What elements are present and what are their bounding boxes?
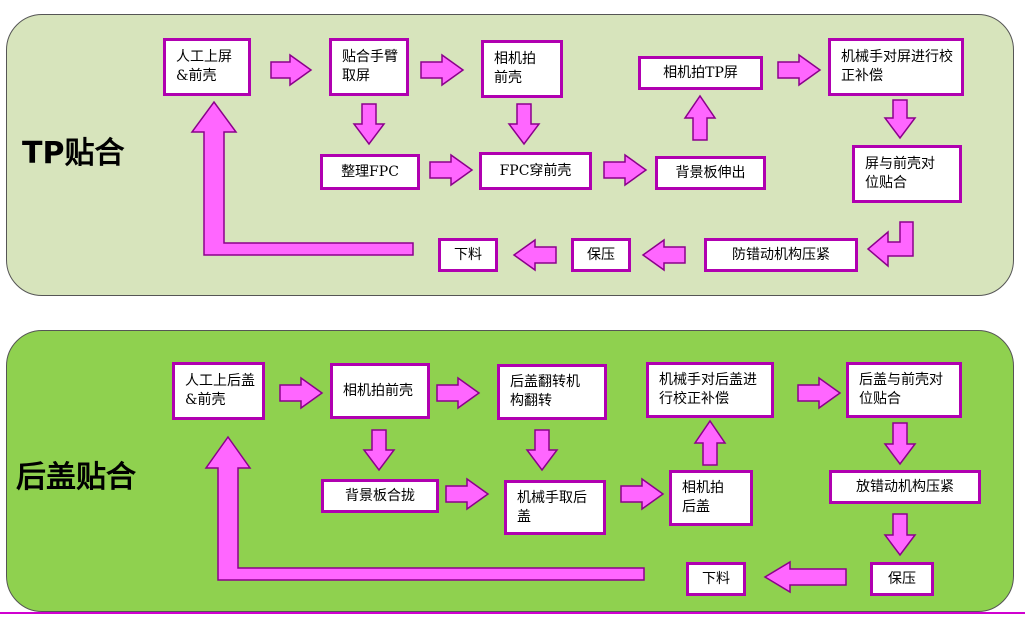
arrow-down bbox=[525, 429, 559, 472]
bottom-divider bbox=[0, 612, 1025, 614]
arrow-right bbox=[279, 376, 324, 410]
arrow-left bbox=[512, 238, 557, 272]
tp-step-arrange-fpc: 整理FPC bbox=[320, 154, 420, 190]
back-cover-title: 后盖贴合 bbox=[16, 460, 136, 495]
arrow-left bbox=[641, 238, 686, 272]
hg-step-robot-correction: 机械手对后盖进行校正补偿 bbox=[646, 362, 774, 418]
tp-step-hold-pressure: 保压 bbox=[571, 238, 631, 272]
arrow-left bbox=[763, 560, 847, 594]
return-loop-arrow bbox=[190, 100, 414, 256]
arrow-down bbox=[352, 103, 386, 146]
tp-step-arm-pick-screen: 贴合手臂取屏 bbox=[329, 38, 409, 96]
arrow-down bbox=[362, 429, 396, 472]
tp-step-robot-correction: 机械手对屏进行校正补偿 bbox=[828, 38, 964, 96]
return-loop-arrow bbox=[204, 435, 645, 581]
arrow-right bbox=[436, 376, 481, 410]
hg-step-hold-pressure: 保压 bbox=[870, 562, 934, 596]
hg-step-camera-front-shell: 相机拍前壳 bbox=[330, 363, 430, 419]
tp-step-anti-shift-clamp: 防错动机构压紧 bbox=[704, 238, 858, 272]
arrow-right bbox=[797, 376, 842, 410]
tp-step-camera-tp-screen: 相机拍TP屏 bbox=[638, 56, 763, 90]
arrow-up bbox=[683, 94, 717, 141]
arrow-down bbox=[883, 99, 917, 140]
arrow-right bbox=[603, 153, 648, 187]
hg-step-camera-cover: 相机拍后盖 bbox=[669, 470, 753, 526]
hg-step-align-bond: 后盖与前壳对位贴合 bbox=[846, 362, 962, 418]
arrow-right bbox=[620, 477, 665, 511]
hg-step-load-cover: 人工上后盖&前壳 bbox=[172, 362, 265, 420]
arrow-corner bbox=[866, 221, 914, 268]
hg-step-unload: 下料 bbox=[686, 562, 746, 596]
tp-step-fpc-through-shell: FPC穿前壳 bbox=[479, 152, 592, 190]
tp-step-backplate-extend: 背景板伸出 bbox=[655, 156, 766, 190]
arrow-right bbox=[777, 53, 822, 87]
arrow-right bbox=[270, 53, 313, 87]
arrow-up bbox=[693, 419, 727, 466]
tp-step-camera-front-shell: 相机拍前壳 bbox=[481, 40, 563, 98]
tp-step-unload: 下料 bbox=[438, 238, 498, 272]
hg-step-anti-shift-clamp: 放错动机构压紧 bbox=[829, 470, 981, 504]
hg-step-robot-pick-cover: 机械手取后盖 bbox=[504, 480, 606, 535]
tp-step-align-bond: 屏与前壳对位贴合 bbox=[852, 145, 962, 203]
hg-step-backplate-close: 背景板合拢 bbox=[321, 479, 439, 513]
tp-step-load-screen: 人工上屏&前壳 bbox=[163, 38, 251, 96]
arrow-right bbox=[429, 153, 474, 187]
arrow-right bbox=[445, 477, 490, 511]
tp-title: TP贴合 bbox=[22, 136, 125, 171]
arrow-down bbox=[883, 422, 917, 466]
arrow-down bbox=[507, 103, 541, 146]
hg-step-cover-flip: 后盖翻转机构翻转 bbox=[497, 364, 607, 420]
arrow-right bbox=[420, 53, 465, 87]
arrow-down bbox=[883, 513, 917, 557]
